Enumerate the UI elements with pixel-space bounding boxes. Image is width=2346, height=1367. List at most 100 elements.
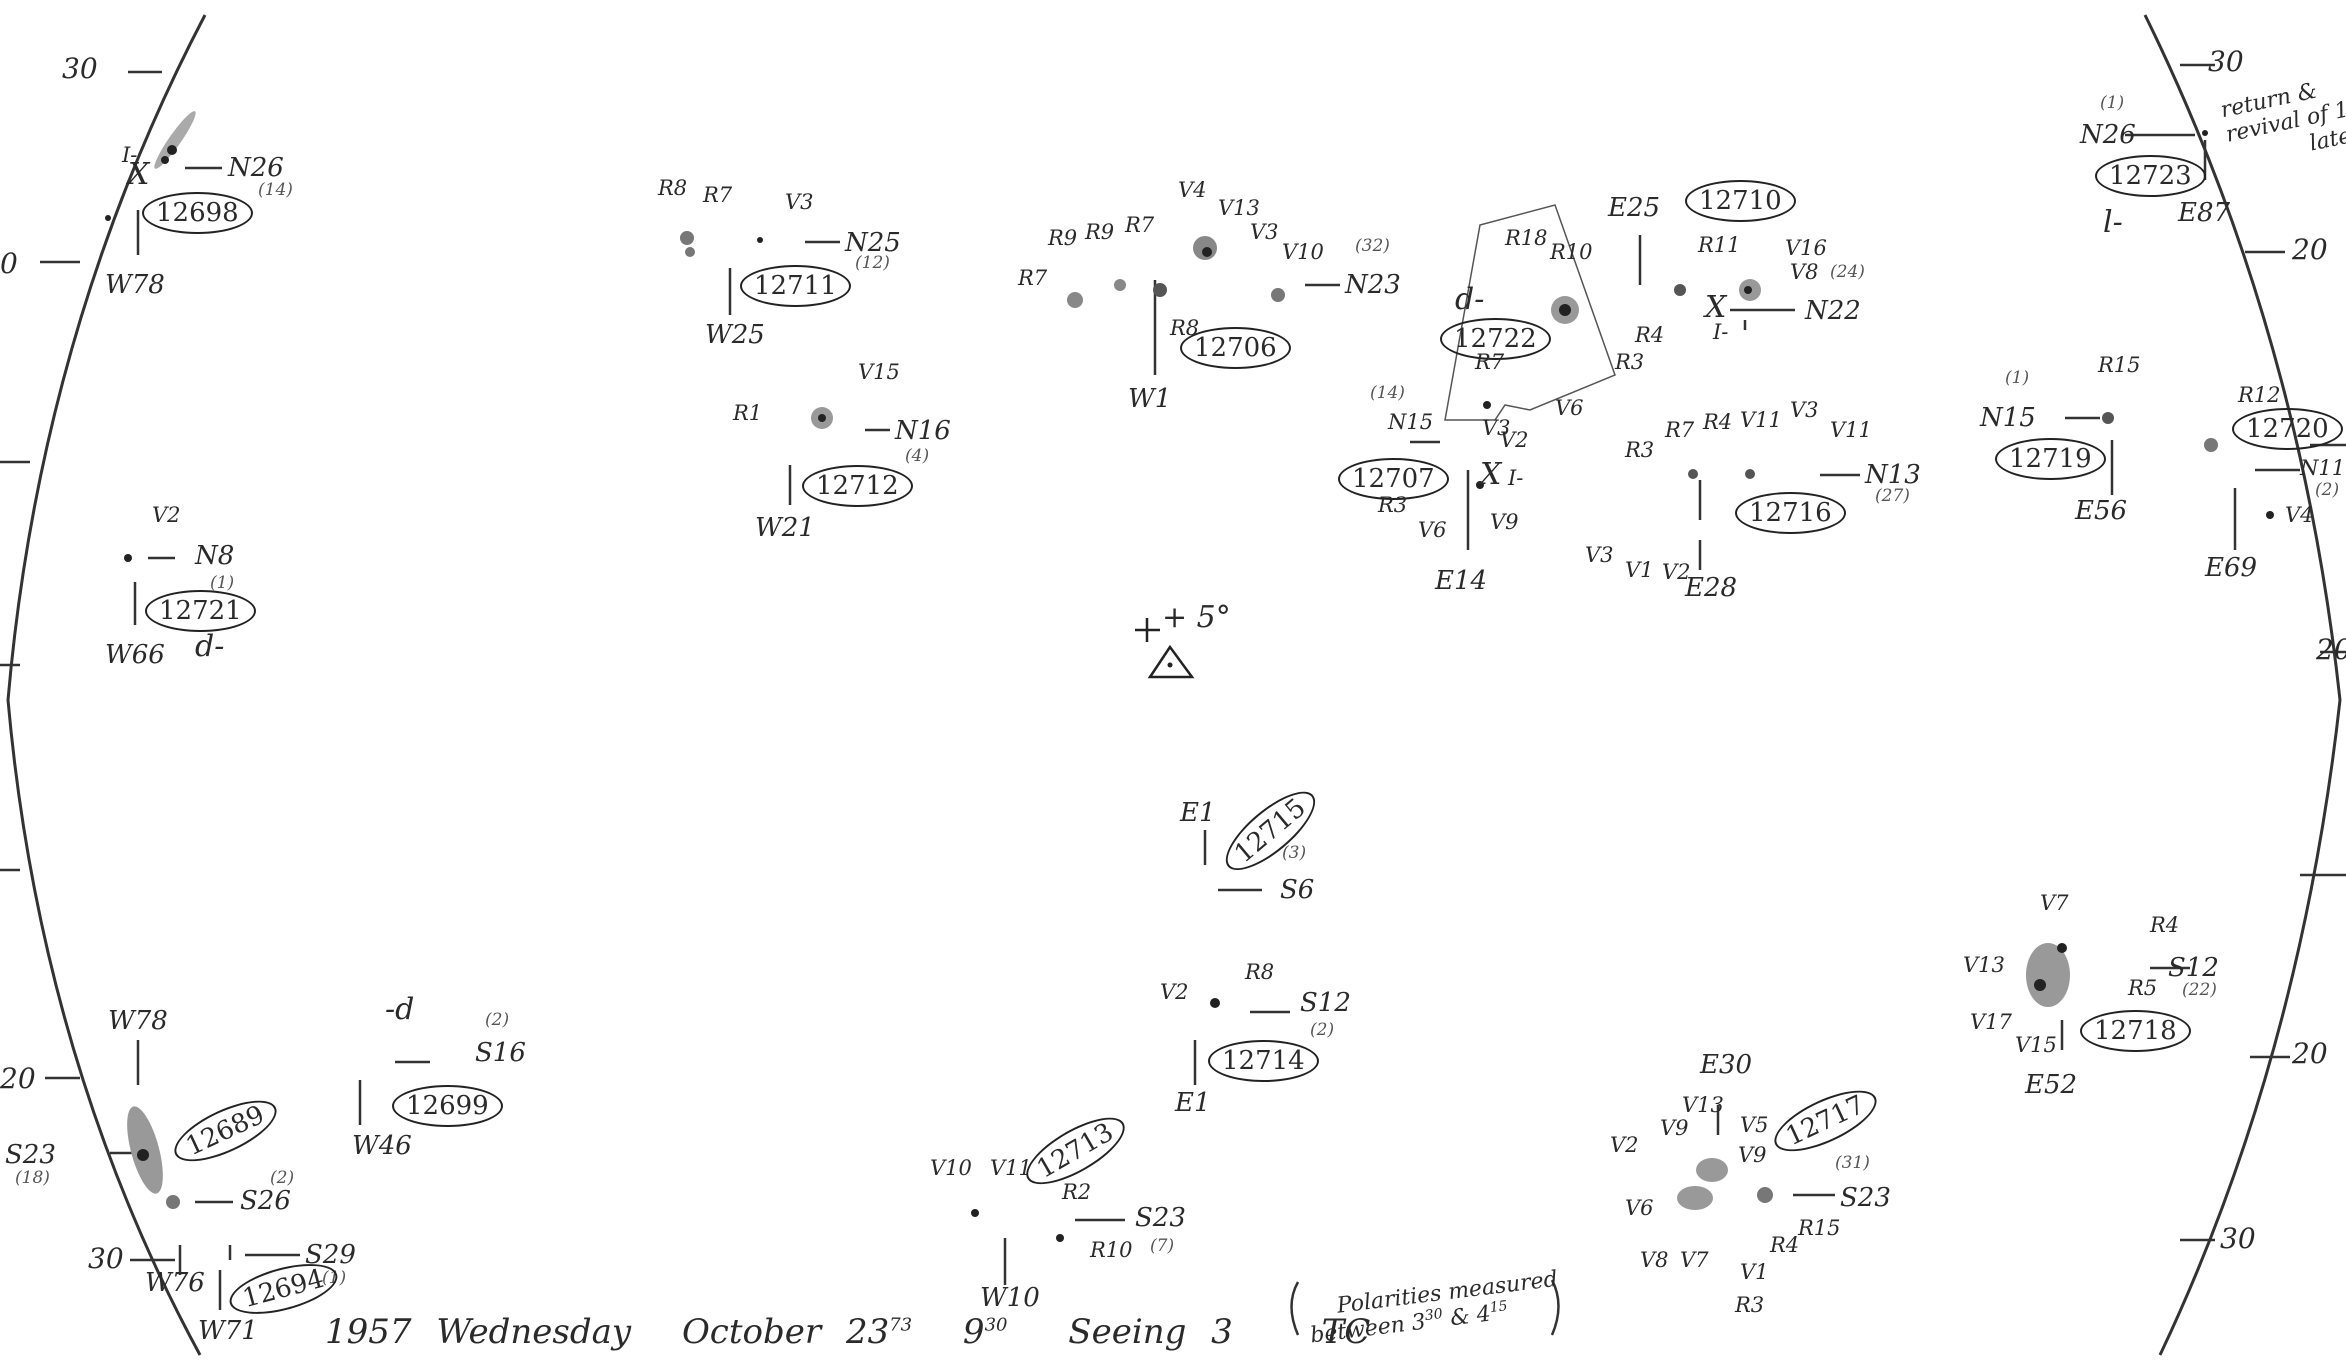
footer-date-fraction: 73 xyxy=(889,1314,913,1336)
lon-label: E69 xyxy=(2205,553,2258,583)
lon-label: W21 xyxy=(755,513,815,543)
spot-label: R3 xyxy=(1625,438,1655,462)
footer-day: Wednesday xyxy=(436,1312,632,1352)
footer-time-minutes: 30 xyxy=(984,1314,1008,1336)
spot-label: V11 xyxy=(1830,418,1872,442)
polarities-bracket xyxy=(1290,1281,1300,1336)
spot-label: V11 xyxy=(990,1156,1032,1180)
region-number-12723: 12723 xyxy=(2095,155,2206,197)
spot-label: V6 xyxy=(1625,1196,1654,1220)
spot-label: R7 xyxy=(703,183,733,207)
spot-count: (4) xyxy=(905,446,930,466)
spot-label: V13 xyxy=(1218,196,1260,220)
mark-i-minus: I- xyxy=(1713,320,1729,344)
spot-label: R3 xyxy=(1735,1293,1765,1317)
spot-label: V16 xyxy=(1785,236,1827,260)
region-number-12698: 12698 xyxy=(142,192,253,234)
spot-label: R18 xyxy=(1505,226,1548,250)
spot-label: V4 xyxy=(2285,503,2314,527)
spot-count: (32) xyxy=(1355,236,1390,256)
footer-year: 1957 xyxy=(325,1312,412,1352)
lat-label: S23 xyxy=(1840,1183,1891,1213)
center-offset-label: + 5° xyxy=(1162,600,1231,635)
spot-label: R4 xyxy=(1635,323,1665,347)
mark-x: X xyxy=(1705,290,1727,325)
spot-label: V10 xyxy=(1282,240,1324,264)
spot-count: (7) xyxy=(1150,1236,1175,1256)
footer-time: 9 xyxy=(962,1312,985,1352)
scale-right-20-top: 20 xyxy=(2292,233,2328,266)
spot-count: (18) xyxy=(15,1168,50,1188)
spot-label: V7 xyxy=(1680,1248,1709,1272)
mark-x: X xyxy=(1480,457,1502,492)
spot-count: (14) xyxy=(1370,383,1405,403)
spot-count: (1) xyxy=(2100,93,2125,113)
lon-label: E52 xyxy=(2025,1070,2078,1100)
spot-count: (2) xyxy=(270,1168,295,1188)
spot-label: R1 xyxy=(733,401,763,425)
spot-count: (2) xyxy=(485,1010,510,1030)
region-number-12710: 12710 xyxy=(1685,180,1796,222)
spot-count: (27) xyxy=(1875,486,1910,506)
region-number-12722: 12722 xyxy=(1440,318,1551,360)
lon-label: E1 xyxy=(1180,798,1216,828)
scale-right-30-bottom: 30 xyxy=(2220,1222,2256,1255)
spot-label: V17 xyxy=(1970,1010,2012,1034)
lat-label: S26 xyxy=(240,1186,291,1216)
spot-label: V3 xyxy=(1790,398,1819,422)
spot-label: R15 xyxy=(1798,1216,1841,1240)
lon-label: E87 xyxy=(2178,198,2231,228)
spot-label: R9 xyxy=(1085,220,1115,244)
scale-left-30-top: 30 xyxy=(62,52,98,85)
spot-label: V1 xyxy=(1740,1260,1769,1284)
polarities-note-time2: 15 xyxy=(1488,1298,1509,1317)
region-number-12706: 12706 xyxy=(1180,327,1291,369)
lon-label: W78 xyxy=(108,1006,168,1036)
lat-label: N26 xyxy=(2080,120,2136,150)
lat-label: N26 xyxy=(228,153,284,183)
scale-left-30-bottom: 30 xyxy=(88,1242,124,1275)
spot-label: R15 xyxy=(2098,353,2141,377)
observation-footer: 1957 Wednesday October 2373 930 Seeing 3… xyxy=(325,1315,1370,1349)
spot-label: V2 xyxy=(152,503,181,527)
lon-label: W71 xyxy=(198,1316,258,1346)
lat-label: S12 xyxy=(1300,988,1351,1018)
lat-label: S23 xyxy=(5,1140,56,1170)
region-number-12699: 12699 xyxy=(392,1085,503,1127)
spot-count: (1) xyxy=(322,1268,347,1288)
lat-label: N11 xyxy=(2300,456,2346,480)
spot-label: R4 xyxy=(2150,913,2180,937)
lat-label: N23 xyxy=(1345,270,1401,300)
spot-count: (31) xyxy=(1835,1153,1870,1173)
spot-count: (24) xyxy=(1830,262,1865,282)
lat-label: S16 xyxy=(475,1038,526,1068)
scale-left-20-bottom: 20 xyxy=(0,1062,36,1095)
region-number-12711: 12711 xyxy=(740,265,851,307)
solar-limb-left xyxy=(6,14,207,1356)
lon-label: W1 xyxy=(1128,384,1172,414)
spot-label: V6 xyxy=(1418,518,1447,542)
spot-label: R4 xyxy=(1770,1233,1800,1257)
lat-label: N22 xyxy=(1805,296,1861,326)
region-number-12720: 12720 xyxy=(2232,408,2343,450)
lat-label: S23 xyxy=(1135,1203,1186,1233)
spot-count: (14) xyxy=(258,180,293,200)
scale-right-30-top: 30 xyxy=(2208,45,2244,78)
spot-label: R11 xyxy=(1698,233,1741,257)
spot-label: R9 xyxy=(1048,226,1078,250)
spot-label: V9 xyxy=(1660,1116,1689,1140)
spot-label: R7 xyxy=(1475,350,1505,374)
spot-label: V15 xyxy=(2015,1033,2057,1057)
lat-label: N15 xyxy=(1980,403,2036,433)
spot-label: V15 xyxy=(858,360,900,384)
polarity-label: -d xyxy=(385,992,415,1027)
spot-label: V9 xyxy=(1490,510,1519,534)
spot-label: V13 xyxy=(1963,953,2005,977)
spot-label: V9 xyxy=(1738,1143,1767,1167)
lon-label: E14 xyxy=(1435,566,1488,596)
spot-count: (1) xyxy=(2005,368,2030,388)
spot-label: R7 xyxy=(1018,266,1048,290)
footer-date: 23 xyxy=(845,1312,890,1352)
spot-label: R8 xyxy=(1245,960,1275,984)
